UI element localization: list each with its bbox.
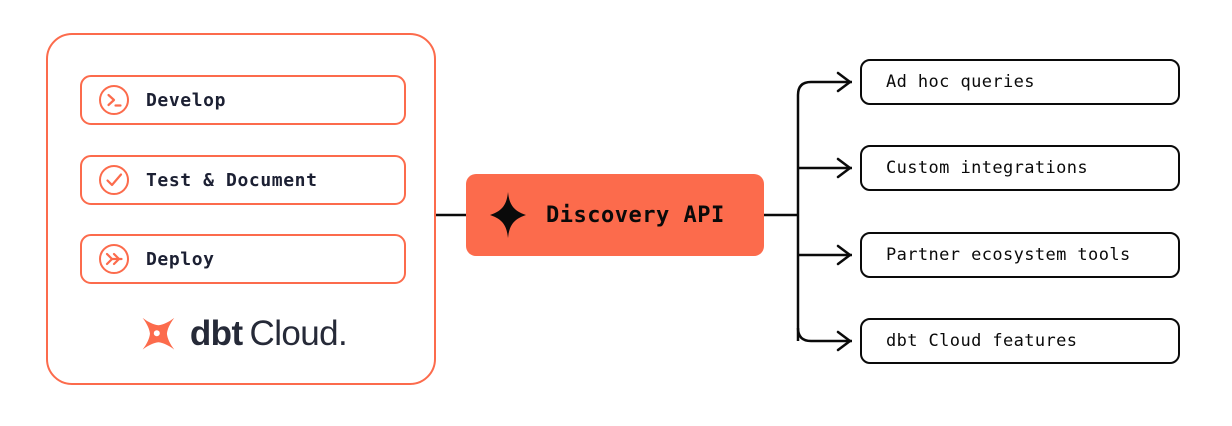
connector-branch-ad-hoc-queries: [796, 80, 852, 96]
consumer-label-ad-hoc-queries: Ad hoc queries: [886, 72, 1035, 92]
stage-item-test-and-document[interactable]: Test & Document: [80, 155, 406, 205]
check-circle-icon: [99, 165, 129, 195]
consumer-box-ad-hoc-queries[interactable]: Ad hoc queries: [860, 59, 1180, 105]
consumer-label-partner-ecosystem-tools: Partner ecosystem tools: [886, 245, 1131, 265]
consumer-box-dbt-cloud-features[interactable]: dbt Cloud features: [860, 318, 1180, 364]
terminal-prompt-icon: [99, 85, 129, 115]
dbt-x-mark-icon: [142, 317, 175, 350]
wordmark-dbt: dbt: [189, 313, 243, 353]
arrowhead-partner-ecosystem-tools: [836, 244, 852, 266]
consumer-label-custom-integrations: Custom integrations: [886, 158, 1089, 178]
stage-label-test-and-document: Test & Document: [146, 169, 318, 191]
dbt-cloud-panel: Develop Test & Document Deploy: [46, 33, 436, 385]
sparkle-star-icon: [490, 192, 526, 238]
consumer-label-dbt-cloud-features: dbt Cloud features: [886, 331, 1078, 351]
discovery-api-label: Discovery API: [546, 202, 725, 228]
stage-label-deploy: Deploy: [146, 248, 215, 270]
arrowhead-ad-hoc-queries: [836, 71, 852, 93]
stage-item-deploy[interactable]: Deploy: [80, 234, 406, 284]
arrowhead-custom-integrations: [836, 157, 852, 179]
discovery-api-node[interactable]: Discovery API: [466, 174, 764, 256]
connector-branch-dbt-cloud-features: [796, 327, 852, 343]
stage-label-develop: Develop: [146, 89, 227, 111]
wordmark-dot: .: [337, 313, 348, 353]
consumer-box-custom-integrations[interactable]: Custom integrations: [860, 145, 1180, 191]
arrowhead-dbt-cloud-features: [836, 330, 852, 352]
consumer-box-partner-ecosystem-tools[interactable]: Partner ecosystem tools: [860, 232, 1180, 278]
wordmark-cloud: Cloud: [249, 313, 339, 353]
double-chevron-right-icon: [99, 244, 129, 274]
stage-item-develop[interactable]: Develop: [80, 75, 406, 125]
